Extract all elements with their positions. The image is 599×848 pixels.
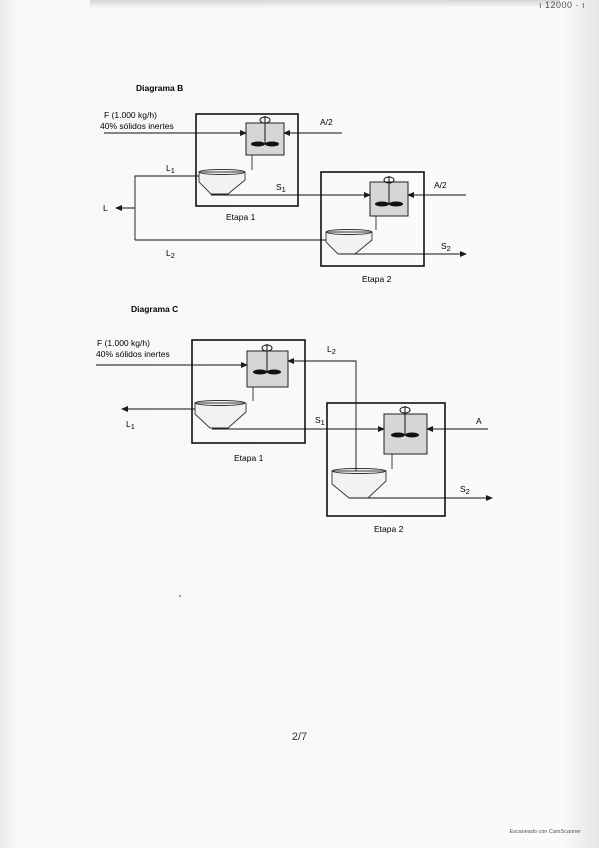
- diagram-c: Diagrama C F (1.000 kg/h) 40% sólidos in…: [96, 304, 493, 534]
- diagram-c-solvent-label: A: [476, 416, 482, 426]
- diagram-c-mixer1-impeller-icon: [253, 369, 267, 375]
- diagram-c-mixer1-motor-icon: [261, 344, 273, 352]
- diagram-c-solid2-label: S2: [460, 484, 470, 496]
- diagram-c-solid1-label: S1: [315, 415, 325, 427]
- diagram-b-feed-label: F (1.000 kg/h): [104, 110, 157, 120]
- diagram-b-stage2-label: Etapa 2: [362, 274, 392, 284]
- scan-speck: [179, 595, 181, 597]
- diagram-c-mixer2-motor-icon: [399, 406, 411, 414]
- diagram-b-mixer2-impeller-icon: [375, 201, 389, 207]
- page-number: 2/7: [291, 731, 308, 743]
- diagram-c-extract2-recycle-stream: [287, 358, 357, 471]
- diagram-c-stage1-label: Etapa 1: [234, 453, 264, 463]
- diagram-b-title: Diagrama B: [136, 83, 183, 93]
- diagram-b-settler2: [325, 229, 373, 255]
- diagram-b-solvent2-label: A/2: [434, 180, 447, 190]
- diagram-c-extract2-label: L2: [327, 344, 336, 356]
- diagram-c-feed-composition: 40% sólidos inertes: [96, 349, 170, 359]
- diagram-b-mixer2: [369, 176, 409, 217]
- diagram-b-extract2-label: L2: [166, 248, 175, 260]
- diagram-b-mixer1-motor-icon: [259, 116, 271, 124]
- diagram-b-extract1-label: L1: [166, 163, 175, 175]
- diagram-b-extract1-stream: [134, 175, 199, 240]
- diagram-c-extract1-label: L1: [126, 419, 135, 431]
- diagram-b-solid1-label: S1: [276, 182, 286, 194]
- diagram-c-mixer2-impeller-icon: [391, 432, 405, 438]
- diagram-b-solid2-label: S2: [441, 241, 451, 253]
- diagram-b-extract-total-label: L: [103, 203, 108, 213]
- scanner-watermark: Escaneado con CamScanner: [509, 829, 581, 835]
- diagram-c-mixer1: [246, 344, 289, 388]
- diagram-b: Diagrama B F (1.000 kg/h) 40% sólidos in…: [100, 83, 467, 284]
- diagram-b-solvent1-label: A/2: [320, 117, 333, 127]
- diagram-b-settler1: [198, 169, 246, 195]
- diagram-c-stage2-box: [326, 402, 446, 517]
- diagram-b-mixer1: [245, 116, 285, 156]
- diagram-c-mixer2: [383, 406, 428, 455]
- diagram-c-settler2: [331, 468, 387, 499]
- diagram-c-stage2-label: Etapa 2: [374, 524, 404, 534]
- diagram-b-stage1-label: Etapa 1: [226, 212, 256, 222]
- header-scrawl: ı 12000 · ı: [538, 0, 585, 10]
- diagram-b-stage1-box: [195, 113, 299, 207]
- diagram-b-mixer1-impeller-icon: [251, 141, 265, 147]
- diagram-c-settler1: [194, 400, 247, 429]
- diagram-c-feed-label: F (1.000 kg/h): [97, 338, 150, 348]
- diagram-c-stage1-box: [191, 339, 306, 444]
- scan-edge-shadow: [90, 0, 560, 8]
- diagram-c-title: Diagrama C: [131, 304, 178, 314]
- diagram-b-mixer2-motor-icon: [383, 176, 395, 184]
- diagram-b-stage2-box: [320, 171, 425, 267]
- diagram-b-feed-composition: 40% sólidos inertes: [100, 121, 174, 131]
